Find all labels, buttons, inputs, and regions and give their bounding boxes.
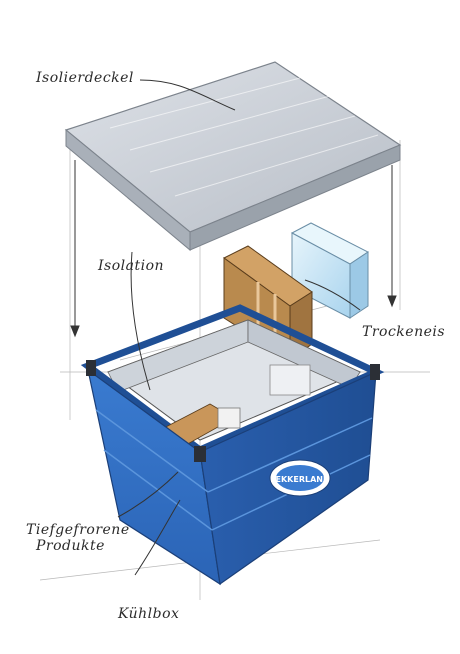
brand-logo-text: LEKKERLAND <box>270 475 330 484</box>
brand-logo: LEKKERLAND <box>269 459 331 497</box>
label-frozen-line1: Tiefgefrorene <box>26 522 130 538</box>
label-tiefgefrorene-produkte: Tiefgefrorene Produkte <box>26 522 130 554</box>
insulated-lid <box>64 61 402 252</box>
label-isolation: Isolation <box>98 258 165 274</box>
dry-ice-block <box>290 222 369 319</box>
pointer-lines <box>70 79 397 576</box>
label-trockeneis: Trockeneis <box>362 324 446 340</box>
label-kuehlbox: Kühlbox <box>118 606 180 622</box>
label-isolierdeckel: Isolierdeckel <box>36 70 134 86</box>
label-frozen-line2: Produkte <box>36 538 105 554</box>
cooler-box: LEKKERLAND <box>80 304 385 586</box>
